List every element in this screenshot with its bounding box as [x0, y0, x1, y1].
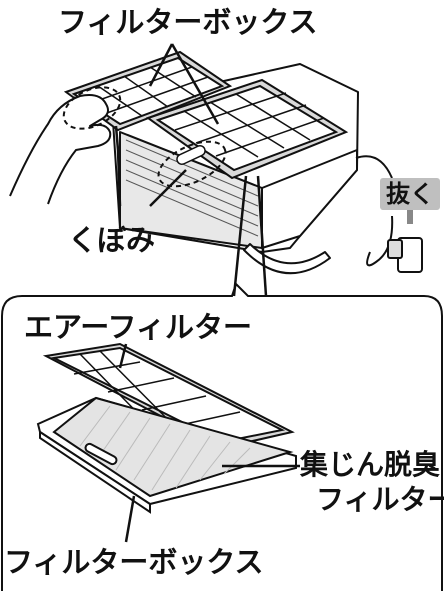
leader-lines-bottom	[118, 343, 300, 543]
indent-marker-right	[157, 140, 227, 188]
power-cord	[355, 155, 394, 267]
indent-marker-left	[62, 86, 122, 130]
dust-filter-label: 集じん脱臭 フィルター	[300, 447, 444, 517]
filter-box-label-top: フィルターボックス	[58, 5, 318, 39]
filter-box-lower	[36, 396, 297, 514]
air-filter	[42, 342, 295, 450]
leader-lines-top	[114, 43, 268, 297]
hand-illustration	[9, 94, 112, 205]
callout-frame	[1, 282, 443, 591]
dust-filter-label-line1: 集じん脱臭	[300, 448, 441, 481]
wall-outlet	[387, 237, 423, 273]
air-filter-label: エアーフィルター	[24, 310, 252, 344]
indent-label: くぼみ	[68, 223, 156, 257]
unplug-badge: 抜く	[380, 178, 440, 210]
filter-box-label-bottom: フィルターボックス	[4, 545, 264, 579]
dust-filter-label-line2: フィルター	[316, 483, 444, 516]
